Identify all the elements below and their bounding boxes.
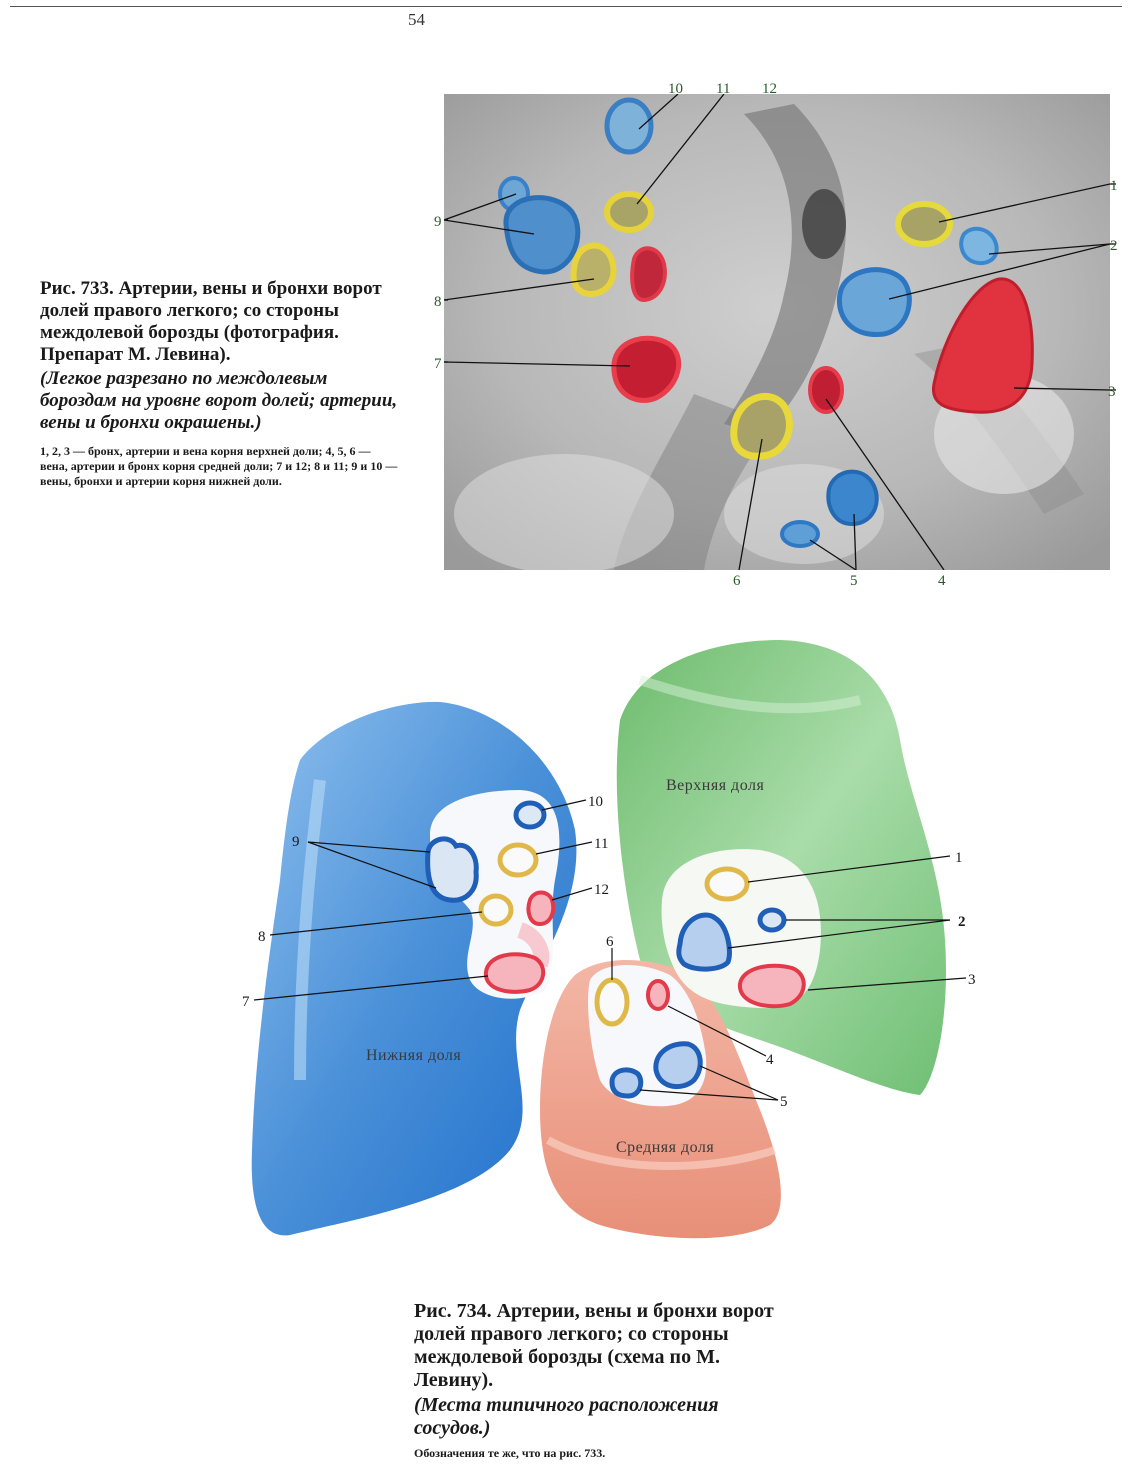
schema-label-10: 10	[588, 794, 603, 810]
photo-fissure-shadow	[724, 104, 846, 434]
photo-vein-4	[808, 366, 844, 414]
photo-artery-2a	[959, 226, 999, 265]
schema-bronchus-6	[594, 977, 630, 1027]
photo-artery-5b	[780, 520, 820, 548]
figure-734-legend: Обозначения те же, что на рис. 733.	[414, 1446, 606, 1460]
schema-vein-12	[526, 890, 556, 927]
photo-leader-lines	[444, 94, 1110, 570]
figure-734-subtitle: (Места типичного расположения сосудов.)	[414, 1394, 719, 1439]
figure-733-photo	[444, 94, 1110, 570]
photo-label-11: 11	[716, 81, 730, 97]
photo-label-6: 6	[733, 573, 741, 589]
schema-label-4: 4	[766, 1052, 774, 1068]
schema-label-8: 8	[258, 929, 266, 945]
photo-artery-10	[604, 97, 654, 155]
photo-artery-9b	[503, 195, 581, 275]
schema-label-9: 9	[292, 834, 300, 850]
schema-artery-2a	[757, 907, 787, 933]
photo-label-8: 8	[434, 294, 442, 310]
photo-artery-2b	[836, 267, 912, 338]
photo-bronchus-11	[604, 191, 654, 233]
photo-outer-leaders	[444, 183, 1116, 391]
photo-label-1: 1	[1110, 178, 1118, 194]
schema-bronchus-1	[704, 866, 750, 902]
photo-bronchus-6	[730, 392, 793, 460]
figure-734-caption: Рис. 734. Артерии, вены и бронхи ворот д…	[414, 1300, 794, 1461]
photo-vein-3	[931, 277, 1034, 414]
photo-dark-hole	[802, 189, 846, 259]
photo-label-4: 4	[938, 573, 946, 589]
schema-label-5: 5	[780, 1094, 788, 1110]
photo-vein-12	[630, 246, 667, 303]
photo-vein-7	[611, 335, 682, 403]
schema-label-1: 1	[955, 850, 963, 866]
lower-lobe-label: Нижняя доля	[366, 1047, 461, 1064]
photo-label-7: 7	[434, 356, 442, 372]
schema-artery-5a	[653, 1041, 703, 1090]
photo-label-10: 10	[668, 81, 683, 97]
figure-734-schema: 10 11 12 9 8 7 1 2 3 4 5 6 Верхняя доля …	[242, 640, 976, 1239]
schema-vein-7	[483, 952, 546, 994]
schema-bronchus-8	[478, 893, 514, 927]
schema-label-11: 11	[594, 836, 608, 852]
photo-label-9: 9	[434, 214, 442, 230]
photo-tissue-highlight	[454, 454, 674, 570]
middle-lobe-label: Средняя доля	[616, 1139, 714, 1156]
schema-vein-3	[738, 963, 806, 1009]
schema-artery-2b	[676, 912, 732, 972]
figure-734-title: Рис. 734. Артерии, вены и бронхи ворот д…	[414, 1300, 774, 1391]
schema-label-6: 6	[606, 934, 614, 950]
figure-733-caption: Рис. 733. Артерии, вены и бронхи ворот д…	[40, 278, 400, 489]
figure-733-subtitle: (Легкое разрезано по междолевым бороздам…	[40, 368, 398, 433]
figure-733-legend: 1, 2, 3 — бронх, артерии и вена корня ве…	[40, 444, 398, 488]
schema-label-7: 7	[242, 994, 250, 1010]
lower-lobe-highlight	[294, 779, 326, 1081]
schema-artery-9	[425, 836, 479, 903]
photo-label-12: 12	[762, 81, 777, 97]
schema-label-12: 12	[594, 882, 609, 898]
photo-bronchus-8	[570, 242, 617, 298]
schema-label-2: 2	[958, 914, 966, 930]
page-number: 54	[408, 10, 425, 29]
schema-bronchus-11	[497, 842, 539, 878]
photo-label-2: 2	[1110, 238, 1118, 254]
photo-bronchus-1	[895, 201, 953, 247]
schema-artery-5b	[609, 1067, 644, 1099]
upper-lobe-highlight	[638, 675, 862, 714]
top-rule	[10, 6, 1122, 7]
schema-label-3: 3	[968, 972, 976, 988]
schema-artery-10	[513, 800, 547, 830]
schema-vein-4	[646, 979, 670, 1011]
figure-733-labels: 10 11 12 9 8 7 1 2 3 4 5 6	[434, 81, 1118, 589]
schema-leader-lines	[253, 799, 967, 1101]
figure-733-title: Рис. 733. Артерии, вены и бронхи ворот д…	[40, 278, 382, 365]
upper-lobe-label: Верхняя доля	[666, 777, 764, 794]
middle-lobe-edge	[546, 1136, 777, 1171]
photo-label-5: 5	[850, 573, 858, 589]
photo-artery-5a	[826, 469, 879, 527]
photo-label-3: 3	[1108, 384, 1116, 400]
